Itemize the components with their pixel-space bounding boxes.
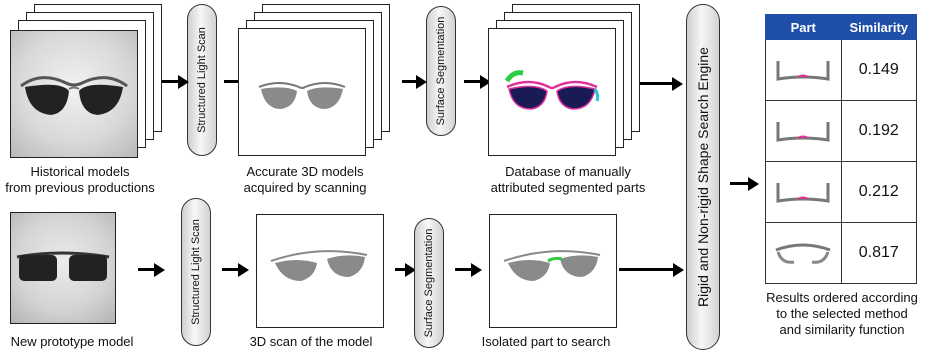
header-part: Part	[765, 14, 842, 40]
isolated-part-card	[489, 214, 617, 328]
table-row: 0.192	[765, 100, 917, 162]
glasses-part-icon	[776, 60, 830, 81]
results-table: Part Similarity 0.149 0.192 0.212	[765, 14, 917, 284]
structured-light-scan-pill: Structured Light Scan	[181, 198, 211, 346]
segmented-sunglasses-icon	[504, 70, 600, 110]
segmented-model-card	[488, 28, 616, 156]
part-thumbnail	[765, 39, 842, 101]
part-thumbnail	[765, 161, 842, 223]
table-row: 0.817	[765, 222, 917, 284]
glasses-part-icon	[776, 121, 830, 142]
pill-label: Structured Light Scan	[190, 219, 202, 325]
shape-search-engine: Rigid and Non-rigid Shape Search Engine	[686, 4, 720, 350]
surface-segmentation-pill: Surface Segmentation	[414, 218, 444, 348]
scan-caption: 3D scan of the model	[249, 334, 373, 349]
arrow-right-icon	[222, 262, 249, 277]
historical-caption: Historical models from previous producti…	[5, 164, 155, 195]
pill-label: Surface Segmentation	[435, 16, 447, 126]
scan-3d-card	[256, 214, 384, 328]
isolated-sunglasses-icon	[503, 250, 601, 281]
results-caption: Results ordered according to the selecte…	[766, 290, 918, 337]
accurate-caption: Accurate 3D models acquired by scanning	[243, 164, 367, 195]
similarity-value: 0.192	[840, 100, 917, 162]
arrow-right-icon	[162, 74, 189, 89]
structured-light-scan-pill: Structured Light Scan	[187, 4, 217, 156]
model-3d-card	[238, 28, 366, 156]
table-header-row: Part Similarity	[765, 14, 917, 40]
arrow-right-icon	[464, 74, 491, 89]
similarity-value: 0.149	[840, 39, 917, 101]
sunglasses-3d-icon	[258, 82, 346, 109]
table-row: 0.212	[765, 161, 917, 223]
pill-label: Surface Segmentation	[423, 228, 435, 338]
glasses-part-icon	[776, 182, 830, 203]
prototype-caption: New prototype model	[10, 334, 134, 349]
arrow-right-icon	[640, 76, 683, 91]
glasses-part-icon	[775, 243, 831, 264]
arrow-right-icon	[402, 74, 427, 89]
scan-sunglasses-icon	[270, 250, 368, 281]
prototype-photo	[10, 212, 116, 324]
table-row: 0.149	[765, 39, 917, 101]
similarity-value: 0.212	[840, 161, 917, 223]
database-caption: Database of manually attributed segmente…	[490, 164, 646, 195]
arrow-right-icon	[619, 262, 684, 277]
arrow-right-icon	[730, 176, 759, 191]
engine-label: Rigid and Non-rigid Shape Search Engine	[695, 47, 711, 307]
arrow-right-icon	[455, 262, 482, 277]
pill-label: Structured Light Scan	[196, 27, 208, 133]
similarity-value: 0.817	[840, 222, 917, 284]
header-similarity: Similarity	[840, 14, 917, 40]
sunglasses-photo	[10, 30, 138, 158]
surface-segmentation-pill: Surface Segmentation	[426, 6, 456, 136]
part-thumbnail	[765, 222, 842, 284]
isolated-caption: Isolated part to search	[481, 334, 611, 349]
arrow-right-icon	[138, 262, 165, 277]
arrow-right-icon	[395, 262, 416, 277]
part-thumbnail	[765, 100, 842, 162]
